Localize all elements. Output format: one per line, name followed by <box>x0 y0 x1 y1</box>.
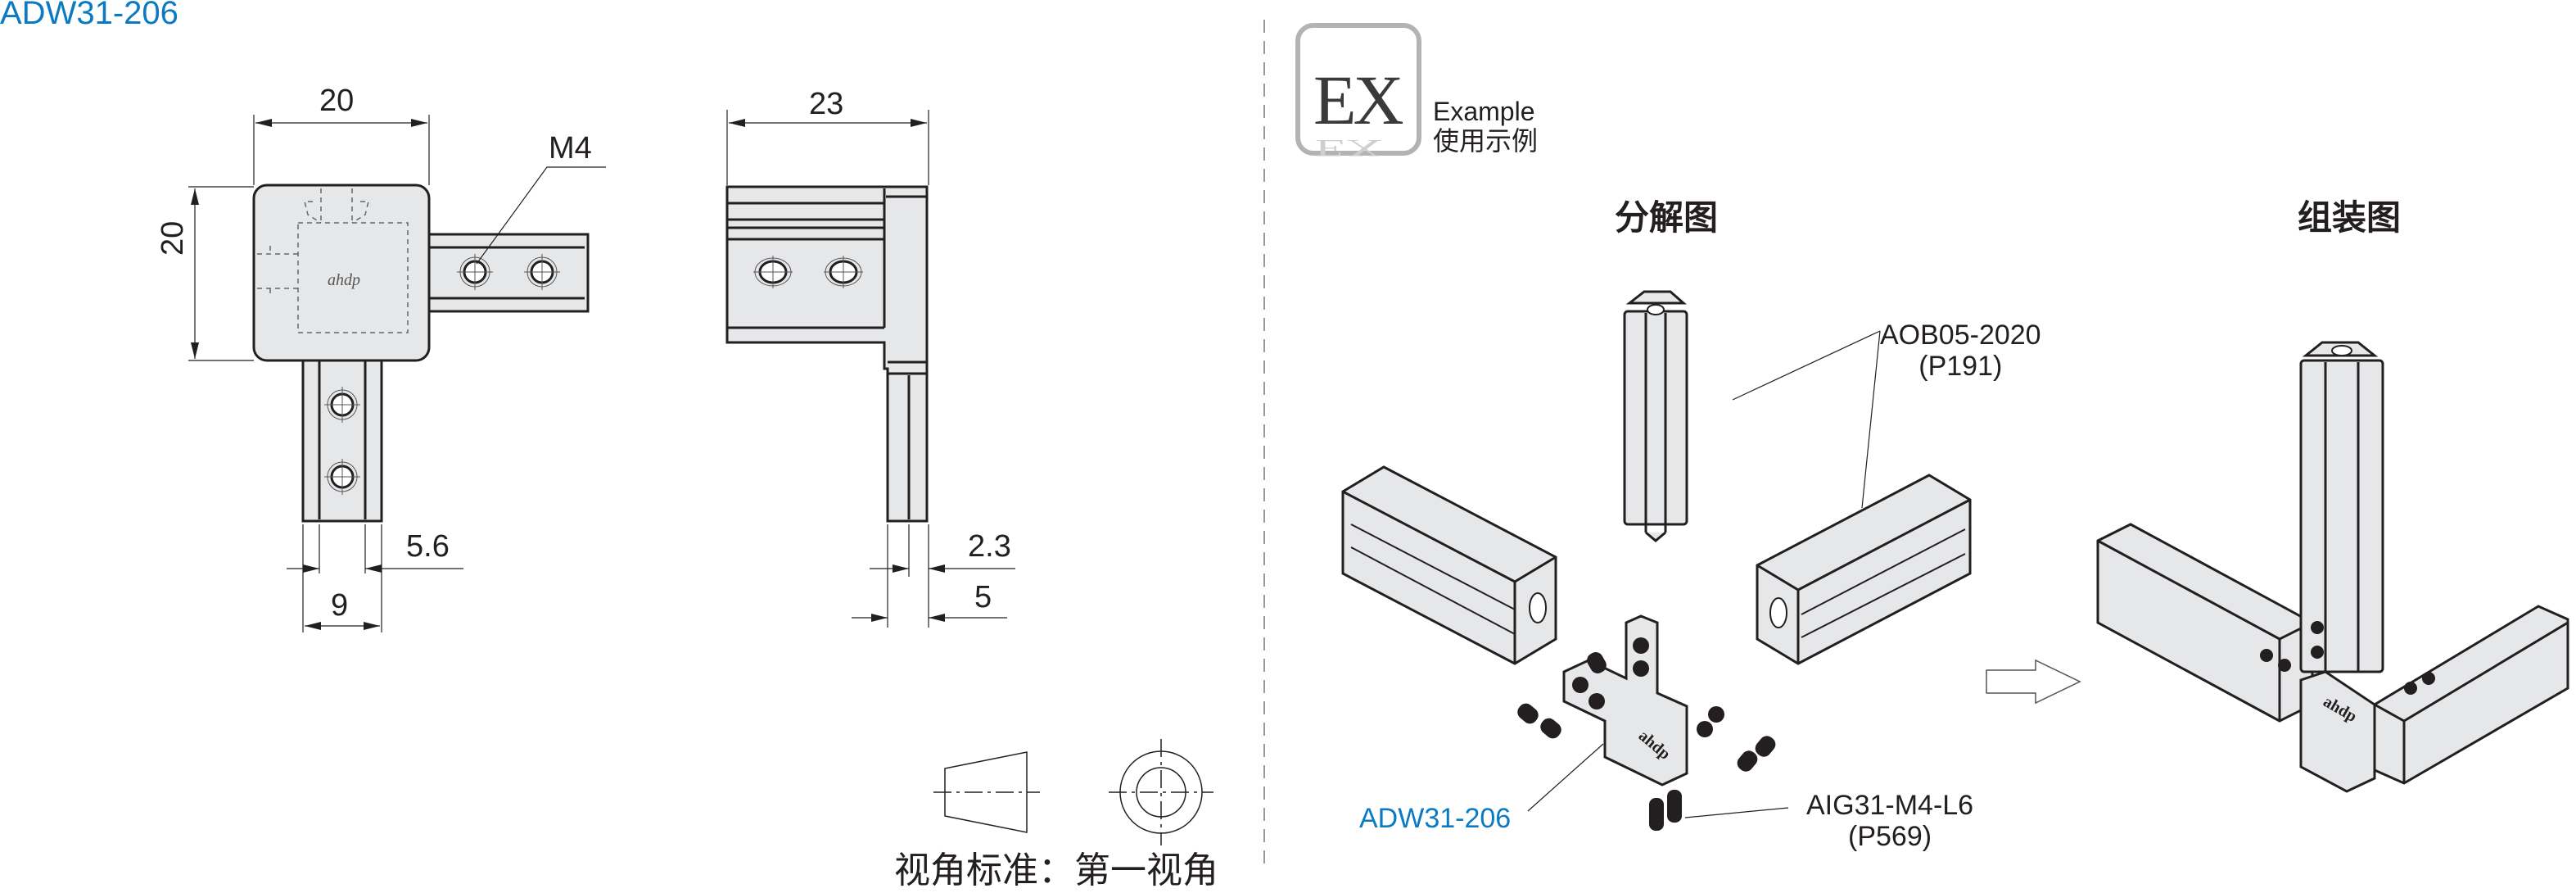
example-title-en: Example <box>1433 97 1535 126</box>
bracket-exploded: ahdp <box>1562 614 1724 786</box>
left-profile <box>1341 465 1557 665</box>
part-number-title: ADW31-206 <box>0 0 179 31</box>
dim-slot: 5.6 <box>406 529 450 564</box>
front-bottom-leg <box>301 356 383 523</box>
svg-text:ahdp: ahdp <box>328 271 360 289</box>
callout-set-screw-part: AIG31-M4-L6 <box>1806 790 1974 821</box>
projection-symbol <box>933 739 1213 845</box>
side-profile <box>725 185 929 523</box>
exploded-heading: 分解图 <box>1615 198 1719 237</box>
side-dimensions <box>726 110 1015 628</box>
vertical-profile <box>1623 290 1688 542</box>
callout-profile-page: (P191) <box>1918 351 2003 382</box>
assembled-view: ahdp <box>2096 341 2569 793</box>
dim-thread: M4 <box>549 131 592 165</box>
example-title-cn: 使用示例 <box>1433 126 1539 156</box>
front-dimensions <box>188 115 606 632</box>
cone-symbol <box>944 751 1028 833</box>
dim-offset: 2.3 <box>968 529 1011 564</box>
dim-thickness: 5 <box>974 580 992 614</box>
front-view: ahdp <box>252 184 590 523</box>
right-profile <box>1756 474 1972 665</box>
exploded-view: ahdp <box>1341 290 1972 831</box>
arrow-right-icon <box>1986 659 2081 705</box>
example-badge-reflection: EX <box>1315 134 1384 162</box>
example-badge-text: EX <box>1313 61 1404 139</box>
callout-profile: AOB05-2020 (P191) <box>1880 320 2041 382</box>
dim-front-height: 20 <box>156 220 190 256</box>
callout-bracket: ADW31-206 <box>1359 803 1512 834</box>
callout-leaders <box>1527 330 1881 818</box>
dim-side-length: 23 <box>809 87 844 121</box>
callout-set-screw: AIG31-M4-L6 (P569) <box>1806 790 1973 852</box>
example-badge: EX EX <box>1295 23 1421 161</box>
callout-profile-part: AOB05-2020 <box>1880 320 2041 351</box>
dim-leg-width: 9 <box>331 588 349 623</box>
front-right-arm <box>424 233 590 313</box>
assembled-heading: 组装图 <box>2298 198 2402 237</box>
dim-front-width: 20 <box>319 84 355 118</box>
side-view <box>725 185 929 523</box>
set-screws <box>1517 652 1776 831</box>
projection-standard-label: 视角标准：第一视角 <box>894 850 1218 891</box>
callout-set-screw-page: (P569) <box>1848 821 1932 852</box>
